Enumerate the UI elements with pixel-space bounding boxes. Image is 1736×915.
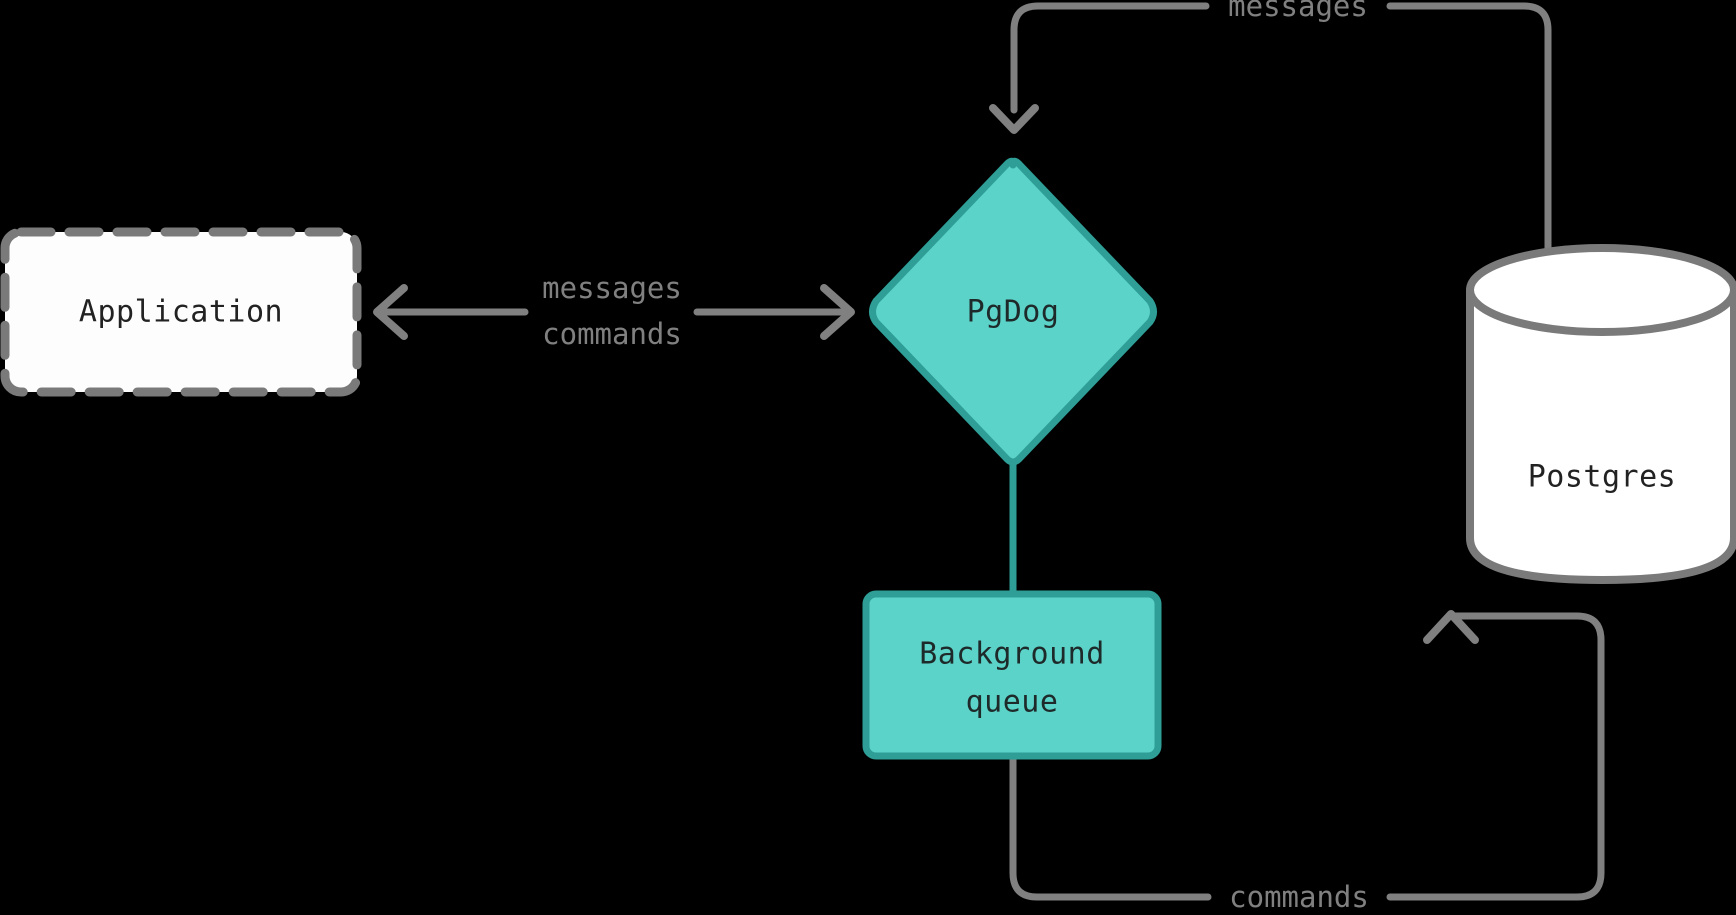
application-label: Application — [79, 295, 283, 330]
node-background-queue[interactable]: Background queue — [862, 590, 1162, 760]
edge-queue-to-postgres-left-segment — [1009, 751, 1212, 901]
arrowhead-down-into-pgdog — [989, 104, 1039, 134]
node-postgres[interactable]: Postgres — [1466, 244, 1736, 584]
application-box-fill — [5, 232, 357, 392]
edge-application-to-pgdog: messages commands — [373, 271, 855, 351]
application-box-border — [0, 227, 362, 397]
edge-postgres-to-pgdog-left-segment — [1010, 2, 1210, 114]
edge-label-commands: commands — [542, 317, 682, 351]
postgres-cylinder-body — [1466, 286, 1736, 584]
edge-label-messages: messages — [542, 271, 682, 305]
edge-queue-to-postgres-right-segment — [1386, 612, 1605, 901]
arrowhead-right-into-pgdog — [820, 284, 855, 340]
edge-queue-to-postgres: commands — [1009, 610, 1605, 914]
pgdog-label: PgDog — [967, 295, 1060, 330]
background-queue-label-line2: queue — [966, 685, 1059, 720]
node-application[interactable]: Application — [0, 227, 362, 397]
arrowhead-up-into-postgres — [1423, 610, 1479, 644]
edge-postgres-to-pgdog-right-segment — [1386, 2, 1552, 272]
node-pgdog[interactable]: PgDog — [869, 157, 1157, 466]
postgres-cylinder-top — [1466, 244, 1736, 336]
edge-label-messages-top: messages — [1228, 0, 1368, 23]
pgdog-diamond-shape — [869, 157, 1157, 466]
edge-postgres-to-pgdog: messages — [989, 0, 1552, 272]
background-queue-label-line1: Background — [919, 637, 1105, 672]
background-queue-box — [862, 590, 1162, 760]
edge-label-commands-bottom: commands — [1229, 880, 1369, 914]
postgres-label: Postgres — [1528, 460, 1677, 495]
arrowhead-left-into-application — [373, 284, 408, 340]
